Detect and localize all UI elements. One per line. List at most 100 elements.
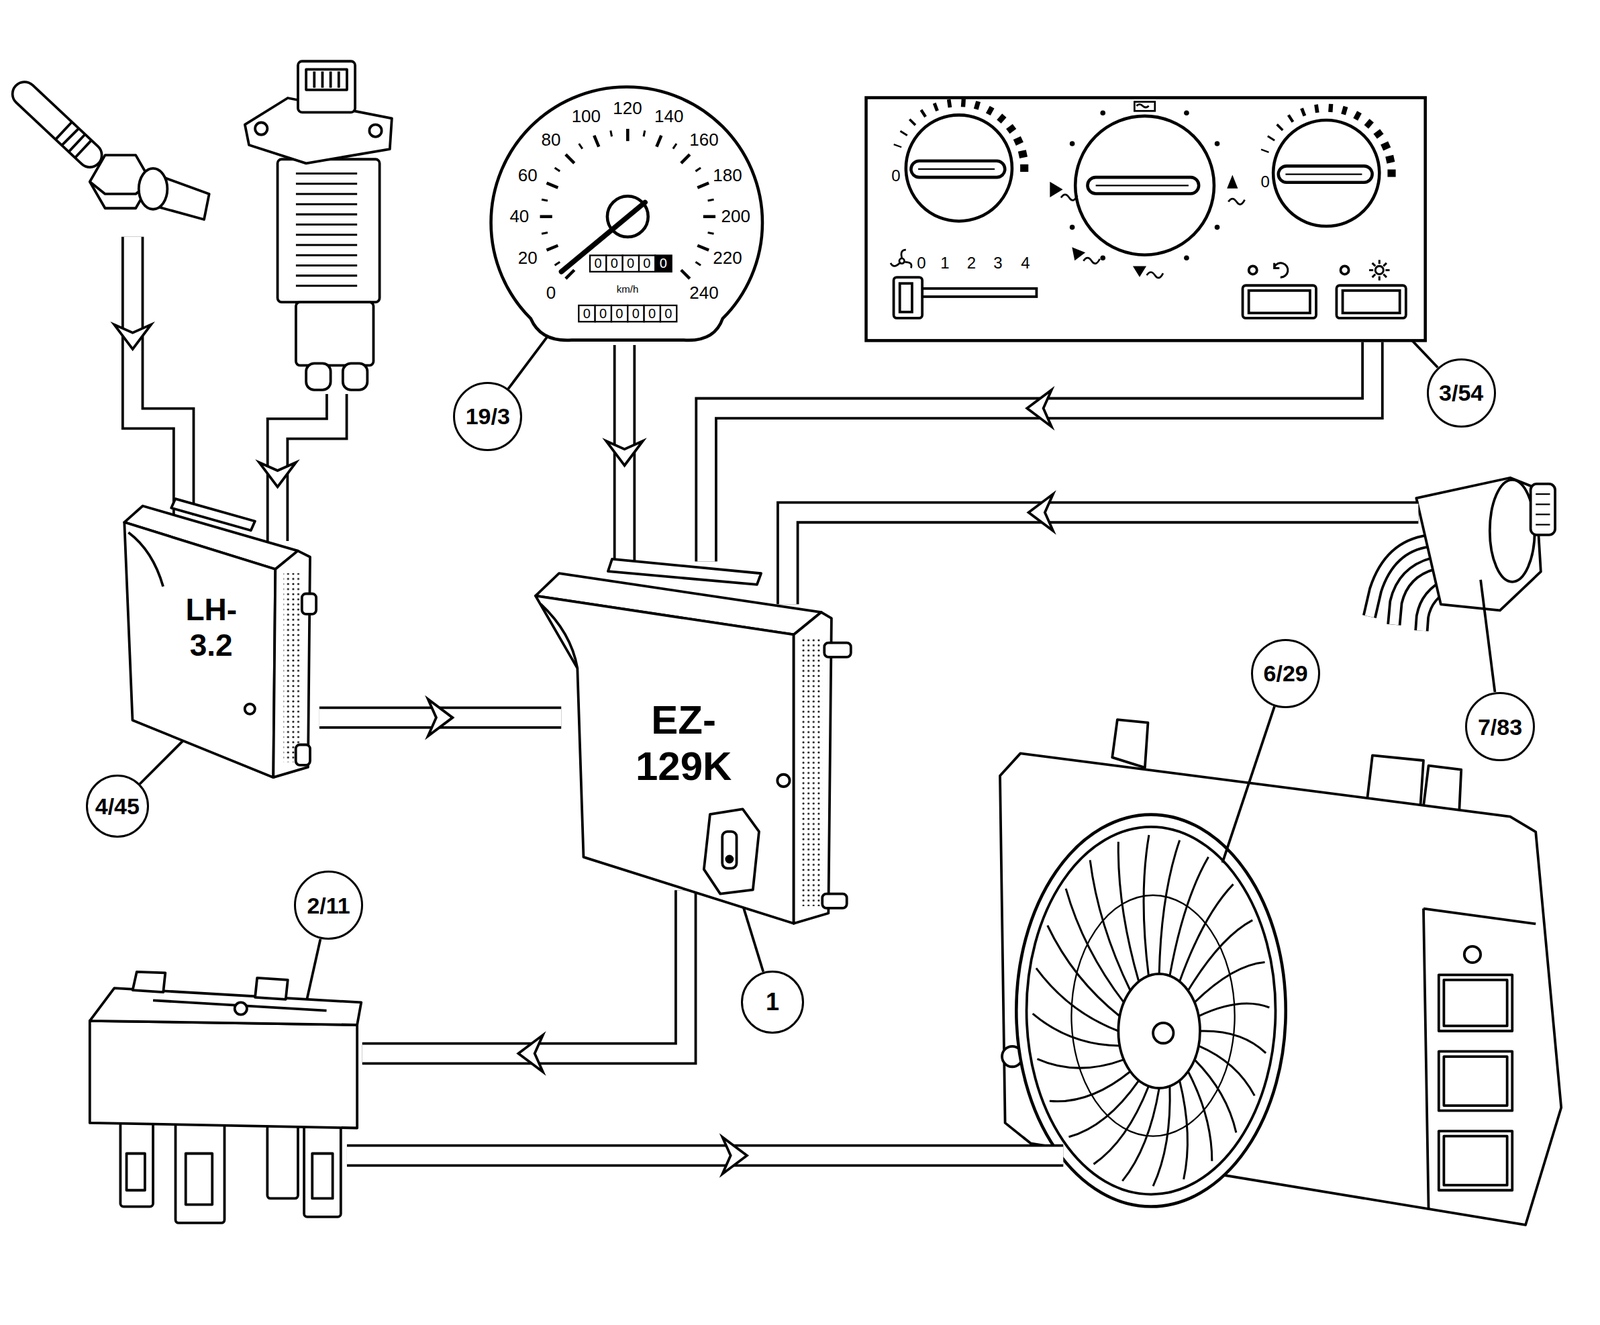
cooling-fan xyxy=(1089,859,1131,990)
speedometer-dial xyxy=(490,86,762,340)
cooling-fan xyxy=(1198,1045,1255,1096)
control-unit-housing xyxy=(535,559,852,924)
signal-pipe xyxy=(114,236,1419,1174)
signal-arrow xyxy=(706,341,1373,562)
scale-number: 160 xyxy=(689,130,719,149)
speedometer-dial xyxy=(695,167,701,172)
climate-panel xyxy=(1248,290,1311,313)
climate-panel xyxy=(1214,141,1221,147)
climate-panel xyxy=(1214,224,1221,231)
cooling-fan xyxy=(1438,1130,1513,1190)
scale-number: 2 xyxy=(967,255,976,272)
odometer-digits: 0000 xyxy=(593,256,660,270)
cooling-fan xyxy=(1443,979,1507,1026)
control-unit: EZ- 129K xyxy=(561,561,856,929)
air-mass-meter xyxy=(244,61,392,390)
climate-panel xyxy=(1228,177,1237,188)
climate-panel xyxy=(1277,124,1284,131)
climate-panel xyxy=(1336,285,1407,319)
temperature-sensor xyxy=(24,93,90,156)
odometer-digits: 000000 xyxy=(583,306,682,321)
signal-pipe xyxy=(518,1034,543,1072)
climate-panel xyxy=(948,100,951,109)
climate-panel xyxy=(921,110,927,117)
leader-line xyxy=(1480,579,1495,692)
cooling-fan xyxy=(1032,834,1270,1186)
signal-arrow xyxy=(319,699,562,737)
cooling-fan xyxy=(1118,841,1139,982)
callout-number: 19/3 xyxy=(465,404,511,428)
cooling-fan xyxy=(1112,719,1148,768)
scale-number: 40 xyxy=(509,207,529,225)
climate-panel xyxy=(1146,272,1164,278)
control-unit-housing xyxy=(124,498,317,778)
control-unit-housing xyxy=(793,612,832,924)
air-mass-meter xyxy=(277,159,380,303)
air-mass-meter xyxy=(255,122,268,135)
relay xyxy=(312,1153,333,1199)
speedometer-dial xyxy=(695,261,701,266)
pressure-switch xyxy=(1535,493,1550,525)
odometer-digits: 0 xyxy=(659,256,676,270)
cooling-fan xyxy=(1198,1003,1270,1017)
cooling-fan xyxy=(1153,1022,1174,1043)
control-unit-housing xyxy=(128,532,164,588)
climate-panel xyxy=(1274,263,1280,269)
callout-number: 2/11 xyxy=(293,870,364,940)
scale-number: 100 xyxy=(571,107,601,125)
relay xyxy=(267,1124,298,1198)
climate-panel xyxy=(1387,169,1396,178)
relay xyxy=(304,1124,341,1217)
pressure-switch xyxy=(1416,477,1541,611)
climate-panel xyxy=(961,99,966,108)
signal-pipe xyxy=(259,462,296,487)
cooling-fan xyxy=(1049,1071,1131,1102)
pressure-switch xyxy=(1530,483,1556,535)
control-unit-housing xyxy=(171,498,256,531)
scale-number: 0 xyxy=(891,167,900,184)
cooling-fan xyxy=(1118,973,1200,1088)
speedometer-dial xyxy=(565,269,575,279)
climate-panel xyxy=(1316,104,1318,113)
scale-number: 3 xyxy=(993,255,1003,272)
callout-number: 2/11 xyxy=(306,893,350,917)
leader-line xyxy=(139,304,1495,998)
callout-number: 6/29 xyxy=(1251,638,1321,709)
scale-number: 20 xyxy=(518,248,538,267)
control-unit-housing xyxy=(302,593,317,615)
speedometer-dial xyxy=(546,182,558,188)
scale-number: 140 xyxy=(654,107,684,125)
climate-panel xyxy=(1274,260,1390,281)
climate-panel xyxy=(1008,126,1015,132)
temperature-sensor xyxy=(138,168,168,210)
control-unit-housing xyxy=(824,642,852,658)
signal-pipe xyxy=(787,512,1419,605)
control-unit-housing xyxy=(822,893,847,909)
cooling-fan xyxy=(1438,1051,1513,1111)
cooling-fan xyxy=(1153,1085,1170,1186)
climate-panel xyxy=(1369,260,1390,281)
arrow-head xyxy=(1026,389,1052,427)
climate-panel xyxy=(890,102,1245,278)
climate-panel xyxy=(1051,183,1062,196)
climate-panel xyxy=(906,115,1013,222)
control-unit-housing xyxy=(722,831,737,869)
air-mass-meter xyxy=(295,173,358,286)
climate-panel xyxy=(865,96,1427,342)
climate-panel xyxy=(1228,198,1245,205)
climate-panel xyxy=(918,169,1362,186)
climate-panel xyxy=(890,249,912,268)
scale-number: 0 xyxy=(546,283,556,302)
speedometer-dial xyxy=(643,130,645,137)
arrow-head xyxy=(606,440,643,466)
climate-panel xyxy=(1020,164,1029,172)
control-unit: LH- 3.2 xyxy=(110,494,320,783)
relay xyxy=(255,977,288,1000)
relay xyxy=(120,1120,154,1207)
control-unit-housing xyxy=(244,704,256,715)
speedometer-dial xyxy=(593,135,599,147)
climate-panel xyxy=(1183,110,1190,117)
speedometer-dial xyxy=(703,214,716,219)
speedometer-dial xyxy=(539,128,716,279)
control-unit-housing xyxy=(273,551,311,778)
